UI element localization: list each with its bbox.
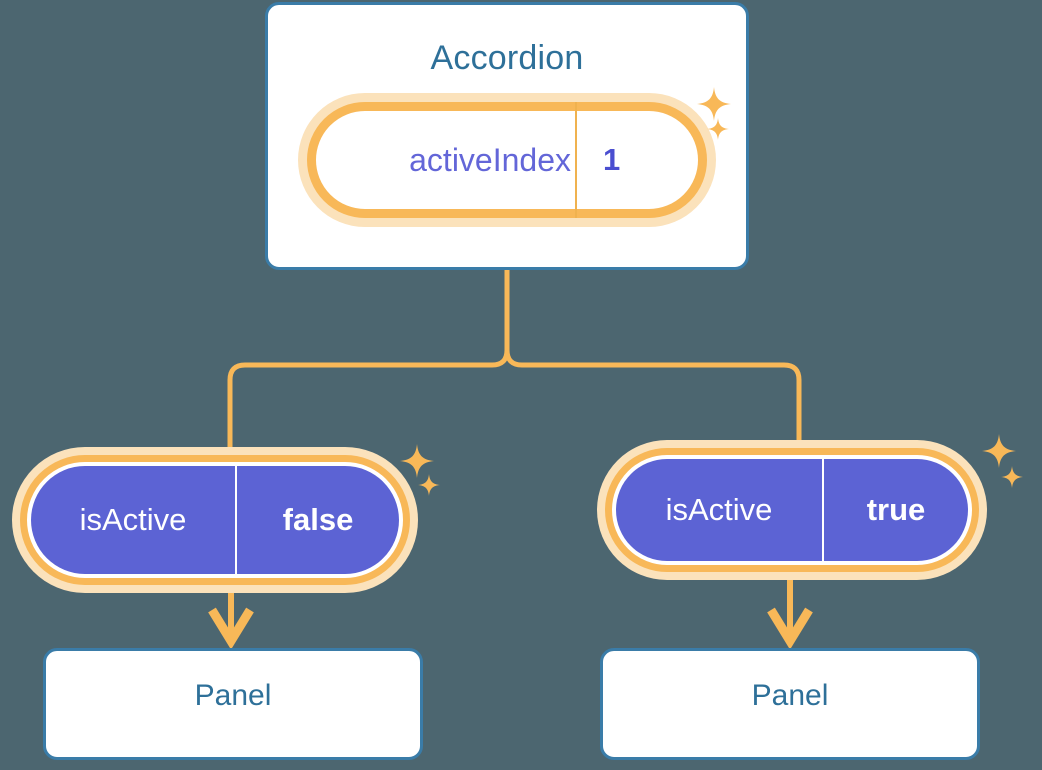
arrow-right <box>767 572 813 650</box>
state-pill-activeindex[interactable]: activeIndex 1 <box>307 102 707 218</box>
state-pill-isactive-true[interactable]: isActive true <box>605 448 979 572</box>
pill-body: isActive true <box>616 459 968 561</box>
pill-body: activeIndex 1 <box>307 102 707 218</box>
sparkle-left-small-icon <box>418 474 440 496</box>
arrow-left <box>208 585 254 650</box>
pill-key-activeindex: activeIndex <box>409 141 571 178</box>
arrow-left-head <box>208 607 254 650</box>
pill-body: isActive false <box>31 466 399 574</box>
state-pill-isactive-false[interactable]: isActive false <box>20 455 410 585</box>
pill-key-isactive-left: isActive <box>79 502 187 537</box>
pill-value-activeindex: 1 <box>575 102 707 218</box>
sparkle-right-small-icon <box>1001 466 1023 488</box>
connector-to-right-pill <box>504 347 802 451</box>
panel-title-right: Panel <box>751 679 829 712</box>
panel-card-right[interactable]: Panel <box>600 648 980 760</box>
sparkle-right-large-icon <box>982 434 1016 468</box>
pill-value-isactive-right: true <box>822 459 968 561</box>
arrow-right-head <box>767 607 813 650</box>
pill-key-isactive-right: isActive <box>665 492 773 527</box>
connector-to-left-pill <box>227 347 510 458</box>
accordion-title: Accordion <box>430 39 584 77</box>
panel-title-left: Panel <box>194 679 272 712</box>
panel-card-left[interactable]: Panel <box>43 648 423 760</box>
pill-value-isactive-left: false <box>235 466 399 574</box>
pill-ring <box>307 102 707 218</box>
